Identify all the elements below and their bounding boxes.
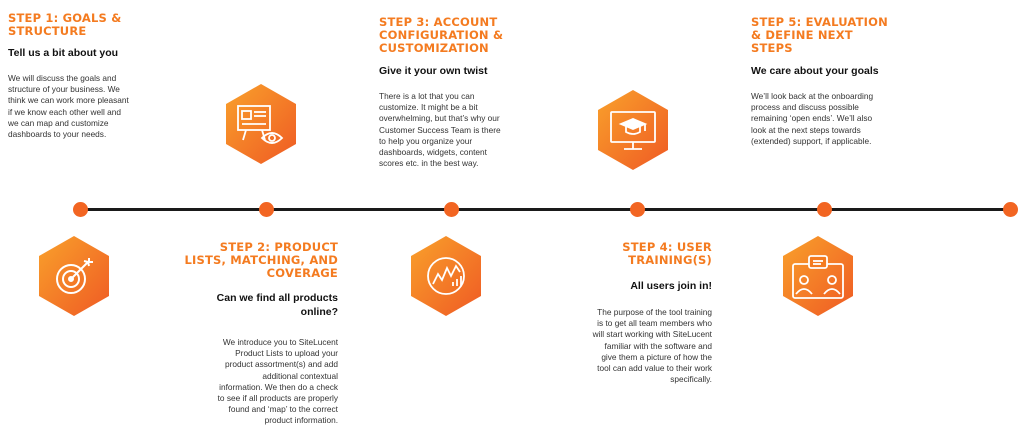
graduation-monitor-icon — [598, 90, 668, 170]
step-4-subtitle: All users join in! — [630, 280, 712, 292]
timeline-dot-5 — [817, 202, 832, 217]
timeline-line — [80, 208, 1011, 211]
step-1-subtitle: Tell us a bit about you — [8, 47, 119, 59]
timeline-dot-end — [1003, 202, 1018, 217]
timeline-dot-2 — [259, 202, 274, 217]
timeline-dot-4 — [630, 202, 645, 217]
step-1-title: STEP 1: GOALS &STRUCTURE — [8, 11, 122, 38]
discussion-icon — [783, 236, 853, 316]
step-2-body: We introduce you to SiteLucent Product L… — [217, 337, 338, 426]
step-3-subtitle: Give it your own twist — [379, 65, 488, 77]
presentation-eye-icon — [226, 84, 296, 164]
timeline-dot-3 — [444, 202, 459, 217]
analytics-icon — [411, 236, 481, 316]
timeline-dot-1 — [73, 202, 88, 217]
step-3-body: There is a lot that you can customize. I… — [379, 91, 501, 169]
step-5-subtitle: We care about your goals — [751, 65, 879, 77]
step-4-body: The purpose of the tool training is to g… — [592, 307, 712, 385]
step-1-body: We will discuss the goals and structure … — [8, 73, 129, 140]
step-5-body: We’ll look back at the onboarding proces… — [751, 91, 874, 146]
target-icon — [39, 236, 109, 316]
